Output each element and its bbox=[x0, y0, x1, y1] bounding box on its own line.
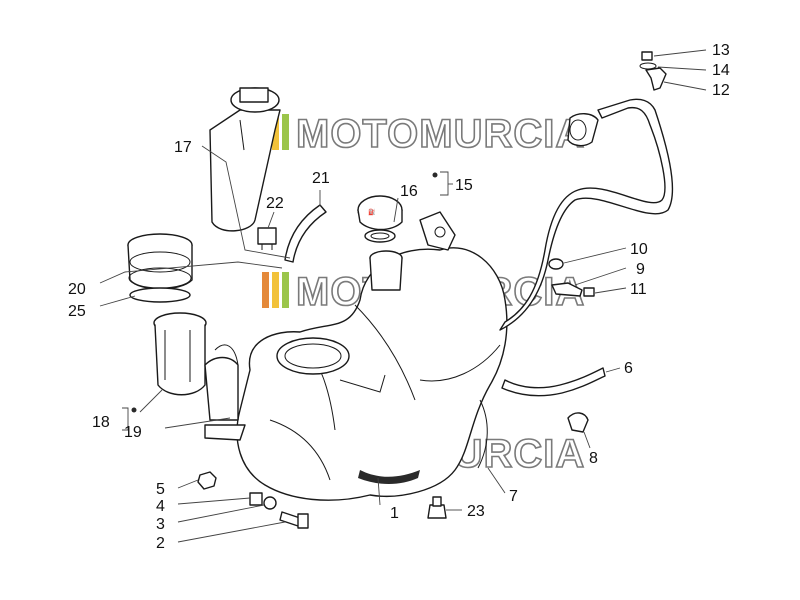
fuel-pump-filter bbox=[204, 344, 246, 441]
hose-bracket bbox=[639, 51, 667, 91]
callout-11: 11 bbox=[630, 281, 647, 298]
fuel-tank bbox=[236, 211, 508, 501]
drain-screw bbox=[427, 496, 447, 519]
callout-22: 22 bbox=[266, 195, 284, 212]
fuel-level-sender bbox=[209, 87, 281, 232]
leader-14 bbox=[657, 66, 707, 71]
leader-4 bbox=[177, 497, 251, 505]
bracket-dot-15 bbox=[432, 172, 438, 178]
callout-16: 16 bbox=[400, 183, 418, 200]
leader-25 bbox=[99, 295, 136, 307]
leader-19 bbox=[164, 417, 231, 429]
washer-large bbox=[263, 496, 277, 510]
callout-6: 6 bbox=[624, 360, 633, 377]
leader-7 bbox=[487, 467, 506, 494]
leader-5 bbox=[177, 479, 199, 489]
callout-23: 23 bbox=[467, 503, 485, 520]
callout-17: 17 bbox=[174, 139, 192, 156]
fuel-pump-ring-nut bbox=[127, 233, 193, 290]
bracket-15 bbox=[440, 171, 449, 196]
tank-bolt bbox=[279, 511, 309, 529]
leader-16 bbox=[393, 197, 399, 223]
callout-3: 3 bbox=[156, 516, 165, 533]
callout-7: 7 bbox=[509, 488, 518, 505]
callout-20: 20 bbox=[68, 281, 86, 298]
callout-18: 18 bbox=[92, 414, 110, 431]
fuel-cap-seal bbox=[364, 229, 396, 243]
watermark-stripe-green bbox=[282, 114, 289, 150]
leader-6 bbox=[605, 367, 621, 373]
leader-2 bbox=[177, 521, 286, 543]
leader-13 bbox=[653, 49, 707, 57]
callout-25: 25 bbox=[68, 303, 86, 320]
bracket-18 bbox=[122, 407, 129, 431]
callout-12: 12 bbox=[712, 82, 730, 99]
fuel-cap: ⛽ bbox=[357, 195, 403, 231]
callout-15: 15 bbox=[455, 177, 473, 194]
flange-nut bbox=[197, 471, 217, 490]
fuel-pump-gasket bbox=[129, 287, 191, 303]
bracket-dot-18 bbox=[131, 407, 137, 413]
electrical-connector bbox=[257, 227, 277, 250]
watermark-top: MOTOMURCIA bbox=[262, 111, 585, 157]
spacer bbox=[249, 492, 263, 506]
drain-pipe bbox=[477, 367, 606, 469]
leader-lines bbox=[99, 49, 707, 543]
leader-12 bbox=[663, 81, 707, 91]
leader-22 bbox=[267, 211, 275, 229]
watermark-stripe-yellow bbox=[272, 114, 279, 150]
tank-fastener-set bbox=[548, 258, 595, 297]
watermark-text: MOTOMURCIA bbox=[296, 112, 585, 156]
leader-18 bbox=[139, 389, 163, 413]
watermark-stripe-orange bbox=[262, 272, 269, 308]
callout-labels: 1 2 3 4 5 6 7 8 9 10 11 12 13 14 15 16 1… bbox=[68, 42, 730, 552]
leader-10 bbox=[563, 247, 627, 264]
vent-pipe bbox=[499, 98, 674, 331]
leader-3 bbox=[177, 504, 265, 523]
breather-hose bbox=[284, 204, 327, 263]
leader-17 bbox=[201, 145, 291, 259]
callout-1: 1 bbox=[390, 505, 399, 522]
leader-9 bbox=[574, 267, 627, 286]
hose-clamp bbox=[567, 412, 589, 433]
watermark-stripe-yellow bbox=[272, 272, 279, 308]
leader-11 bbox=[594, 287, 627, 294]
callout-10: 10 bbox=[630, 241, 648, 258]
callout-4: 4 bbox=[156, 498, 165, 515]
callout-9: 9 bbox=[636, 261, 645, 278]
callout-14: 14 bbox=[712, 62, 730, 79]
callout-13: 13 bbox=[712, 42, 730, 59]
leader-8 bbox=[583, 431, 591, 449]
fuel-pump-assembly bbox=[153, 312, 207, 396]
callout-8: 8 bbox=[589, 450, 598, 467]
callout-5: 5 bbox=[156, 481, 165, 498]
filler-neck bbox=[369, 250, 403, 291]
callout-19: 19 bbox=[124, 424, 142, 441]
gasoline-cap-icon: ⛽ bbox=[368, 208, 376, 216]
watermark-stripe-green bbox=[282, 272, 289, 308]
leader-1 bbox=[377, 477, 381, 506]
leader-20 bbox=[99, 261, 283, 284]
callout-21: 21 bbox=[312, 170, 330, 187]
callout-2: 2 bbox=[156, 535, 165, 552]
